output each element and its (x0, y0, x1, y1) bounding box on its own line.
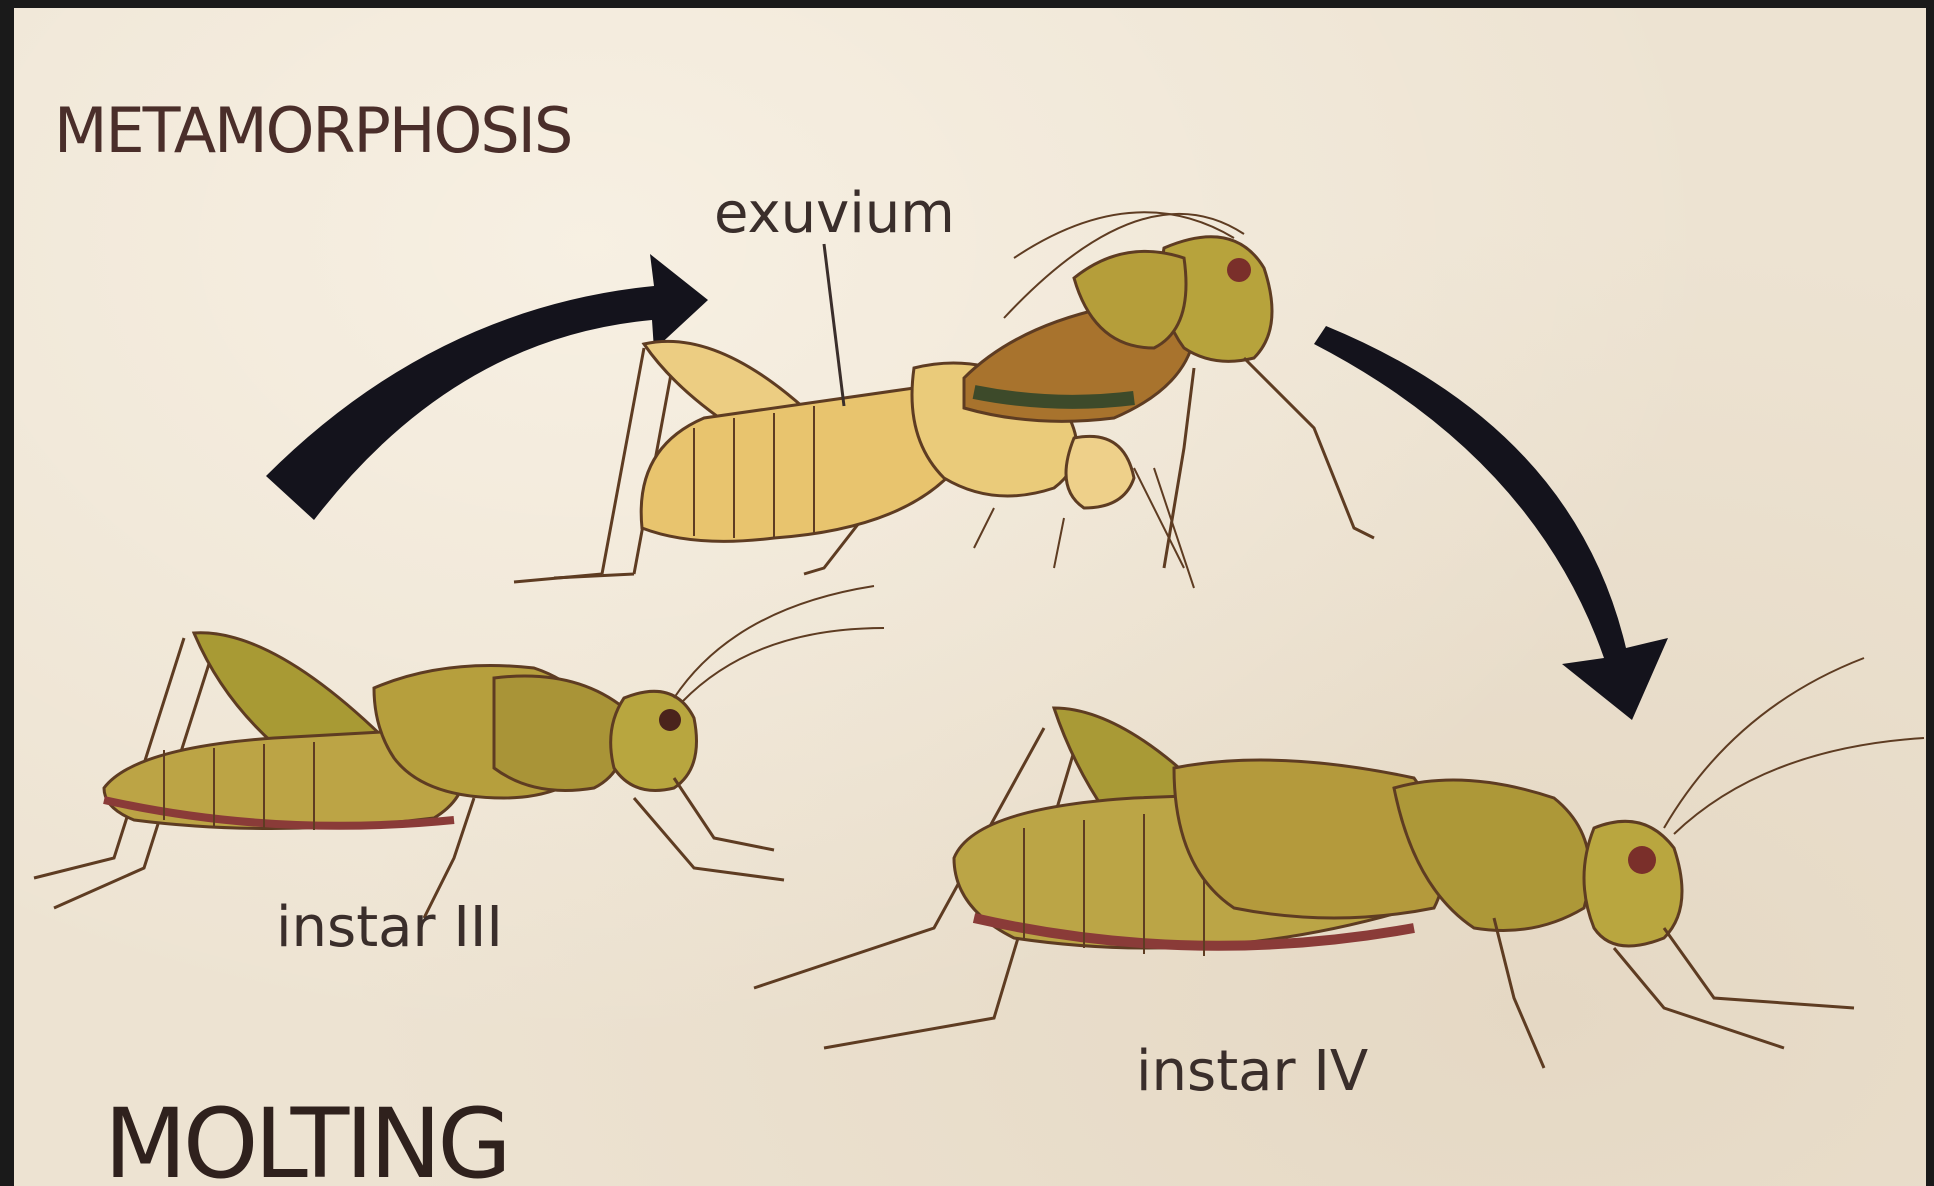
diagram-slide: METAMORPHOSIS exuvium instar III instar … (14, 8, 1926, 1186)
illustration (14, 8, 1926, 1186)
exuvium-pointer-line (824, 244, 844, 406)
instar-iv-figure (754, 658, 1924, 1068)
title-metamorphosis: METAMORPHOSIS (54, 100, 571, 162)
arrow-to-instar-iv (1314, 326, 1668, 720)
instar-iii-figure (34, 586, 884, 918)
instar-iii-eye (659, 709, 681, 731)
molting-stage-group (514, 212, 1374, 588)
label-instar-iv: instar IV (1136, 1044, 1368, 1100)
label-exuvium: exuvium (714, 186, 955, 242)
instar-iv-eye (1628, 846, 1656, 874)
curved-arrow-left (266, 254, 708, 520)
curved-arrow-right (1314, 326, 1668, 720)
title-molting: MOLTING (104, 1096, 508, 1186)
arrow-to-molting-stage (266, 254, 708, 520)
label-instar-iii: instar III (276, 900, 503, 956)
nymph-eye (1227, 258, 1251, 282)
